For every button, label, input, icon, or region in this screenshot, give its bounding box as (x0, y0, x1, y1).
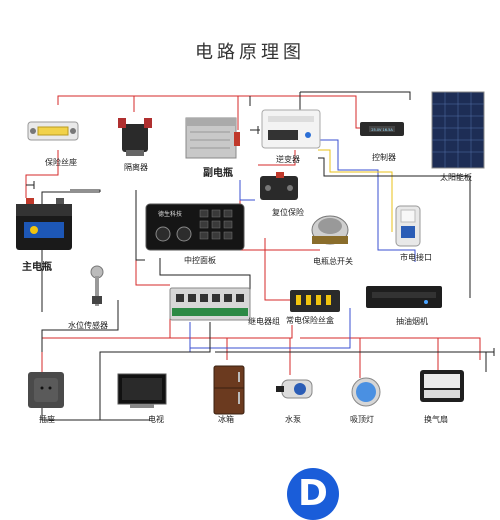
vent-fan-icon (420, 370, 464, 402)
label-tv: 电视 (148, 415, 164, 424)
isolator-icon (118, 118, 152, 156)
label-control-panel: 中控面板 (184, 256, 216, 265)
ceiling-light-icon (351, 377, 381, 407)
fridge-icon (213, 365, 245, 415)
tv-icon (117, 373, 167, 408)
aux-battery-icon (185, 117, 240, 159)
black-wire (159, 258, 251, 300)
controller-icon: 25.0V 16.5A (360, 122, 404, 136)
range-hood-icon (366, 286, 442, 308)
fuse-holder-icon (27, 121, 79, 141)
water-sensor-icon (90, 265, 104, 306)
label-water-pump: 水泵 (285, 415, 301, 424)
black-wire (41, 300, 119, 352)
blue-wire (318, 139, 416, 262)
label-mains-inlet: 市电接口 (400, 253, 432, 262)
black-wire (99, 322, 211, 421)
socket-icon (28, 372, 64, 408)
yellow-wire (318, 149, 393, 232)
page-title: 电路原理图 (195, 42, 305, 63)
label-main-battery: 主电瓶 (22, 262, 52, 273)
label-fuse-box: 常电保险丝盒 (286, 316, 334, 325)
controller-display: 25.0V 16.5A (371, 128, 393, 132)
control-panel-icon: 德生科技 (145, 203, 245, 251)
label-water-sensor: 水位传感器 (68, 321, 108, 330)
main-battery-icon (16, 198, 72, 250)
red-wire (258, 150, 296, 166)
label-battery-switch: 电瓶总开关 (313, 257, 353, 266)
label-solar-panel: 太阳能板 (440, 173, 472, 182)
black-wire (41, 191, 100, 312)
battery-switch-icon (311, 215, 349, 245)
label-range-hood: 抽油烟机 (396, 317, 428, 326)
label-socket: 插座 (39, 415, 55, 424)
red-wire (300, 337, 481, 360)
blue-wire (189, 308, 351, 349)
red-wire (264, 238, 290, 301)
solar-panel-icon (431, 91, 485, 169)
relay-group-icon (169, 287, 251, 321)
black-wire (135, 190, 145, 261)
label-fridge: 冰箱 (218, 415, 234, 424)
label-isolator: 隔离器 (124, 163, 148, 172)
mains-inlet-icon (395, 205, 421, 247)
black-wire (41, 408, 100, 421)
brand-logo: D (287, 468, 339, 520)
panel-brand: 德生科技 (158, 210, 182, 218)
black-wire (70, 189, 101, 192)
red-wire (41, 337, 180, 372)
red-wire (180, 325, 293, 339)
ground-icon (26, 126, 495, 356)
label-inverter: 逆变器 (276, 155, 300, 164)
black-wire (249, 91, 411, 106)
label-aux-battery: 副电瓶 (203, 168, 233, 179)
label-fuse-holder: 保险丝座 (45, 158, 77, 167)
label-vent-fan: 换气扇 (424, 415, 448, 424)
red-wire (57, 95, 135, 112)
blue-wire (239, 180, 255, 201)
black-wire (318, 157, 471, 298)
reset-fuse-icon (260, 172, 298, 200)
wiring (25, 91, 490, 421)
water-pump-icon (276, 379, 313, 399)
label-relay-group: 继电器组 (248, 317, 280, 326)
red-wire (135, 245, 170, 286)
inverter-icon (261, 109, 321, 149)
label-reset-fuse: 复位保险 (272, 208, 304, 217)
label-ceiling-light: 吸顶灯 (350, 415, 374, 424)
label-controller: 控制器 (372, 153, 396, 162)
circuit-diagram: 25.0V 16.5A 德生科技 (16, 91, 495, 421)
red-wire (25, 150, 59, 198)
fuse-box-icon (290, 290, 340, 312)
